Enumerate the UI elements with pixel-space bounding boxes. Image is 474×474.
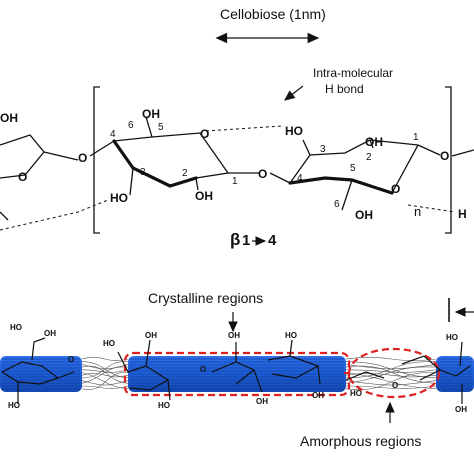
left-oh: OH xyxy=(0,111,18,125)
svg-text:HO: HO xyxy=(103,339,115,348)
amorphous-chains xyxy=(81,356,437,390)
microfibril-diagram: Crystalline regions xyxy=(0,290,474,449)
ring1-ring-o: O xyxy=(200,127,209,141)
amorphous-chain xyxy=(345,380,437,386)
amorphous-chain xyxy=(81,366,129,384)
amorphous-chain xyxy=(81,357,129,361)
hbond-label-line1: Intra-molecular xyxy=(313,66,393,80)
ring1-num-4: 4 xyxy=(110,129,116,140)
intra-hbond-left xyxy=(0,199,109,231)
left-partial-ring: OH O O xyxy=(0,111,87,221)
intra-hbond-right xyxy=(407,204,456,213)
svg-text:4: 4 xyxy=(268,232,277,249)
ring1-c2-oh: OH xyxy=(195,189,213,203)
glucose-ring-2: HO OH O OH 3 2 1 4 5 6 O H xyxy=(269,124,474,222)
svg-text:OH: OH xyxy=(145,331,157,340)
glucose-ring-1: OH O HO OH 4 6 5 3 2 1 xyxy=(89,107,260,205)
intra-hbond-top xyxy=(205,125,283,132)
ring1-c3-ho: HO xyxy=(110,191,128,205)
ring2-num-4: 4 xyxy=(297,173,303,184)
cellobiose-structure: Cellobiose (1nm) Intra-molecular H bond … xyxy=(0,6,474,249)
amorphous-chain xyxy=(81,373,129,378)
svg-text:HO: HO xyxy=(350,389,362,398)
glycosidic-o-center: O xyxy=(258,167,267,181)
ring2-num-3: 3 xyxy=(320,144,326,155)
ring1-num-1: 1 xyxy=(232,176,238,187)
svg-text:OH: OH xyxy=(256,397,268,406)
amorphous-chain xyxy=(81,372,129,390)
amorphous-label: Amorphous regions xyxy=(300,433,421,449)
amorphous-chain xyxy=(345,385,437,389)
amorphous-chain xyxy=(345,366,437,384)
svg-text:HO: HO xyxy=(285,331,297,340)
svg-text:HO: HO xyxy=(8,401,20,410)
ring2-c2-oh: OH xyxy=(365,135,383,149)
hbond-label-line2: H bond xyxy=(325,82,364,96)
ring2-c6-oh: OH xyxy=(355,208,373,222)
ring2-c3-ho: HO xyxy=(285,124,303,138)
amorphous-chain xyxy=(345,361,437,379)
ring1-c6-oh: OH xyxy=(142,107,160,121)
crystalline-label: Crystalline regions xyxy=(148,290,263,306)
ring2-num-1: 1 xyxy=(413,132,419,143)
ring1-num-2: 2 xyxy=(182,168,188,179)
ring1-num-6: 6 xyxy=(128,120,134,131)
amorphous-chain xyxy=(345,372,437,390)
svg-text:OH: OH xyxy=(455,405,467,414)
svg-text:O: O xyxy=(200,365,206,374)
fibril-atom-labels: HO OH HO O HO OH HO O OH OH HO OH HO O H… xyxy=(8,323,467,414)
svg-text:OH: OH xyxy=(312,391,324,400)
ring1-num-3: 3 xyxy=(140,167,146,178)
fibril-ring-sketches xyxy=(0,337,471,404)
ring2-num-6: 6 xyxy=(334,199,340,210)
amorphous-chain xyxy=(81,385,129,389)
glycosidic-o-right: O xyxy=(440,149,449,163)
glycosidic-o-left: O xyxy=(78,151,87,165)
ring2-num-2: 2 xyxy=(366,152,372,163)
svg-text:OH: OH xyxy=(44,329,56,338)
right-h: H xyxy=(458,207,467,221)
amorphous-chain xyxy=(345,373,437,378)
ring1-num-5: 5 xyxy=(158,122,164,133)
left-ring-o: O xyxy=(18,170,27,184)
hbond-pointer-arrow xyxy=(284,85,304,101)
ring2-ring-o: O xyxy=(391,182,400,196)
svg-text:HO: HO xyxy=(446,333,458,342)
repeat-bracket-left xyxy=(93,86,100,234)
amorphous-chain xyxy=(345,356,437,362)
svg-text:O: O xyxy=(392,381,398,390)
svg-text:O: O xyxy=(68,355,74,364)
svg-text:HO: HO xyxy=(10,323,22,332)
repeat-bracket-right xyxy=(445,86,452,234)
ring2-num-5: 5 xyxy=(350,163,356,174)
svg-text:1: 1 xyxy=(242,232,250,249)
svg-text:HO: HO xyxy=(158,401,170,410)
svg-text:β: β xyxy=(230,230,240,249)
svg-text:OH: OH xyxy=(228,331,240,340)
repeat-n: n xyxy=(414,204,421,219)
beta-linkage-label: β 1 4 xyxy=(230,230,277,249)
cellobiose-label: Cellobiose (1nm) xyxy=(220,6,326,22)
